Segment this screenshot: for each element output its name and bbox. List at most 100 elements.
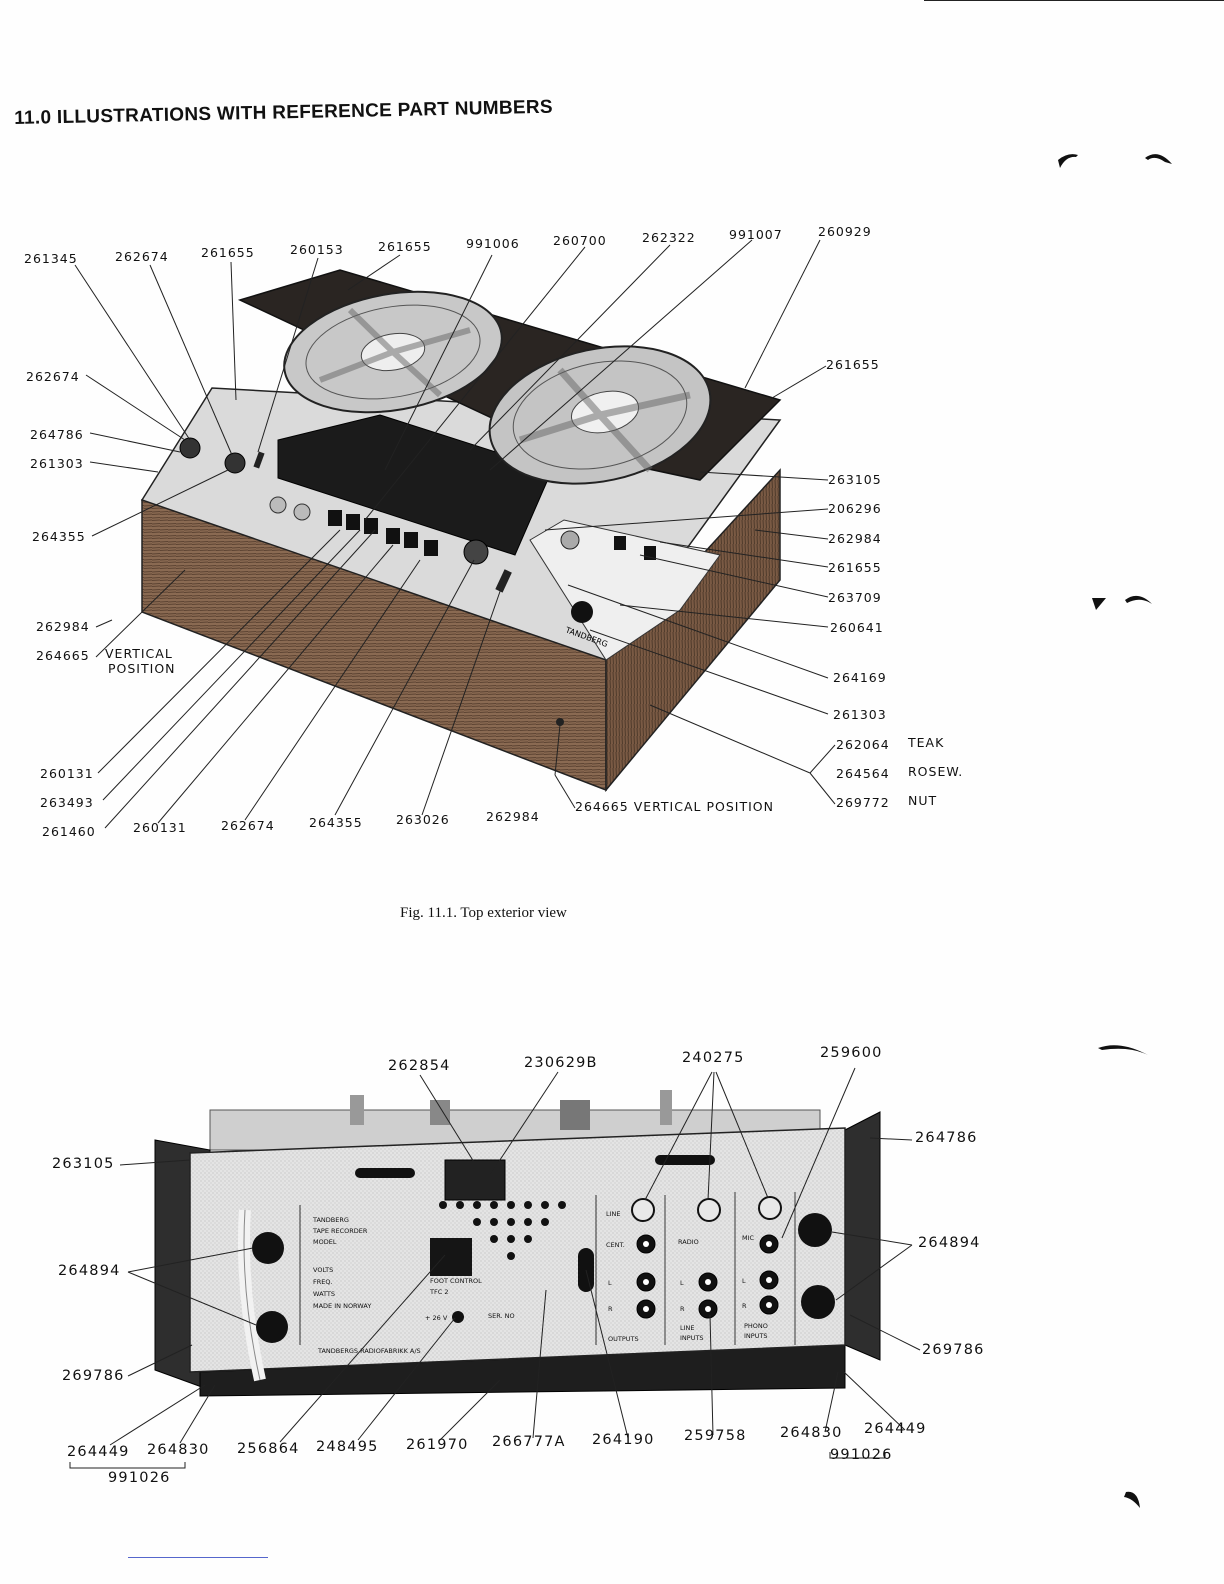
callout-264830-right: 264830 <box>780 1425 843 1441</box>
callout-269772: 269772 <box>836 795 890 810</box>
tape-recorder-top-view: TANDBERG <box>140 269 782 793</box>
callout-264449-left: 264449 <box>67 1444 130 1460</box>
callout-264449-right: 264449 <box>864 1421 927 1437</box>
plate-text-5: FREQ. <box>313 1278 333 1286</box>
right-control-panel <box>529 519 721 661</box>
callout-991006: 991006 <box>466 236 520 251</box>
callout-260131-bottom: 260131 <box>133 820 187 835</box>
tape-recorder-rear-view: TANDBERG TAPE RECORDER MODEL VOLTS FREQ.… <box>154 1090 881 1397</box>
margin-marks <box>1058 154 1172 1508</box>
callout-rosewood: ROSEW. <box>908 764 964 779</box>
callout-266777a: 266777A <box>492 1434 566 1450</box>
callout-264786-rear: 264786 <box>915 1130 978 1146</box>
serial-text: SER. NO <box>488 1312 515 1320</box>
callout-260131-left: 260131 <box>40 766 94 781</box>
foot-control-text: FOOT CONTROL <box>430 1277 482 1285</box>
callout-262674-top: 262674 <box>115 249 169 264</box>
callout-264830-left: 264830 <box>147 1442 210 1458</box>
plate-text-3: MODEL <box>313 1238 337 1246</box>
callout-position: POSITION <box>108 661 176 676</box>
callout-256864: 256864 <box>237 1441 300 1457</box>
phono-r-text: R <box>742 1302 747 1310</box>
callout-260700: 260700 <box>553 233 607 248</box>
output-r-text: R <box>608 1305 613 1313</box>
callout-262674-left: 262674 <box>26 369 80 384</box>
callout-264564: 264564 <box>836 766 890 781</box>
callout-991007: 991007 <box>729 227 783 242</box>
figure1-leader-lines <box>74 239 836 829</box>
callout-261303-left: 261303 <box>30 456 84 471</box>
plate-text-2: TAPE RECORDER <box>312 1227 368 1235</box>
mic-text: MIC <box>742 1234 755 1242</box>
callout-260641: 260641 <box>830 620 884 635</box>
callout-261460: 261460 <box>42 824 96 839</box>
foot-control-model-text: TFC 2 <box>429 1288 448 1296</box>
plate-text-4: VOLTS <box>313 1266 333 1274</box>
callout-264894-right: 264894 <box>918 1235 981 1251</box>
line-in-r-text: R <box>680 1305 685 1313</box>
callout-240275: 240275 <box>682 1050 745 1066</box>
phono-l-text: L <box>742 1277 746 1285</box>
callout-262984-right: 262984 <box>828 531 882 546</box>
callout-260153: 260153 <box>290 242 344 257</box>
rear-panel-text: TANDBERG TAPE RECORDER MODEL VOLTS FREQ.… <box>312 1210 768 1355</box>
callout-269786-left: 269786 <box>62 1368 125 1384</box>
callout-259758: 259758 <box>684 1428 747 1444</box>
output-l-text: L <box>608 1279 612 1287</box>
callout-261655-lower-right: 261655 <box>828 560 882 575</box>
callout-261655-top-left: 261655 <box>201 245 255 260</box>
function-keys <box>328 510 438 556</box>
callout-264190: 264190 <box>592 1432 655 1448</box>
callout-263105: 263105 <box>828 472 882 487</box>
callout-262984-left: 262984 <box>36 619 90 634</box>
callout-261970: 261970 <box>406 1437 469 1453</box>
callout-991026-right: 991026 <box>830 1447 893 1463</box>
callout-261655-right: 261655 <box>826 357 880 372</box>
voltage-text: + 26 V <box>425 1314 448 1322</box>
plate-text-7: MADE IN NORWAY <box>313 1302 371 1310</box>
maker-text: TANDBERGS RADIOFABRIKK A/S <box>317 1347 421 1355</box>
callout-262322: 262322 <box>642 230 696 245</box>
callout-263105-rear: 263105 <box>52 1156 115 1172</box>
callout-262674-bottom: 262674 <box>221 818 275 833</box>
voltage-selector-holes <box>439 1201 566 1260</box>
callout-264665-left: 264665 <box>36 648 90 663</box>
callout-264355-left: 264355 <box>32 529 86 544</box>
callout-nut: NUT <box>908 793 938 808</box>
callout-264894-left: 264894 <box>58 1263 121 1279</box>
plate-text-1: TANDBERG <box>312 1216 349 1224</box>
rear-panel <box>189 1127 846 1373</box>
right-reel <box>488 345 712 485</box>
plate-text-6: WATTS <box>313 1290 335 1298</box>
phono-inputs-text-1: PHONO <box>744 1322 768 1330</box>
top-edge-rule <box>924 0 1224 1</box>
callout-269786-right: 269786 <box>922 1342 985 1358</box>
figure2-leader-lines <box>69 1067 921 1469</box>
callout-261303-right: 261303 <box>833 707 887 722</box>
callout-262854: 262854 <box>388 1058 451 1074</box>
radio-text: RADIO <box>678 1238 699 1246</box>
line-output-text: LINE <box>606 1210 621 1218</box>
foot-control-socket <box>430 1238 472 1276</box>
callout-991026-left: 991026 <box>108 1470 171 1486</box>
callout-264786: 264786 <box>30 427 84 442</box>
callout-teak: TEAK <box>908 735 945 750</box>
callout-230629b: 230629B <box>524 1055 598 1071</box>
callout-259600: 259600 <box>820 1045 883 1061</box>
callout-263709: 263709 <box>828 590 882 605</box>
line-in-l-text: L <box>680 1279 684 1287</box>
left-reel <box>283 290 503 414</box>
callout-264355-bottom: 264355 <box>309 815 363 830</box>
callout-264169: 264169 <box>833 670 887 685</box>
power-socket <box>452 1311 464 1323</box>
callout-261345: 261345 <box>24 251 78 266</box>
figure-caption: Fig. 11.1. Top exterior view <box>400 905 567 921</box>
callout-262064: 262064 <box>836 737 890 752</box>
callout-264665-vertical-position: 264665 VERTICAL POSITION <box>575 799 774 814</box>
bottom-edge-rule <box>128 1557 268 1558</box>
callout-248495: 248495 <box>316 1439 379 1455</box>
callout-206296: 206296 <box>828 501 882 516</box>
callout-260929: 260929 <box>818 224 872 239</box>
callout-vertical: VERTICAL <box>105 646 173 661</box>
